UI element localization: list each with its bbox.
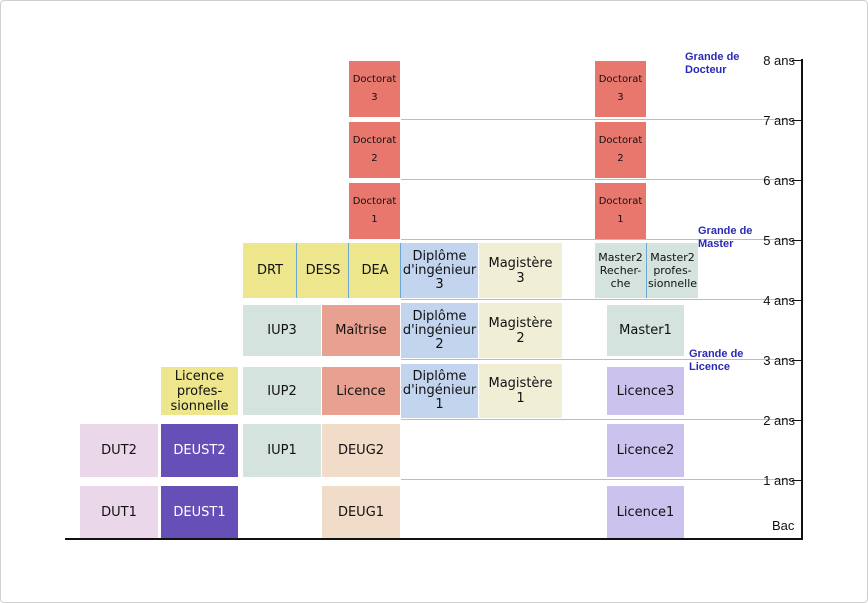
licence3-block: Licence3 bbox=[607, 367, 684, 415]
axis-tick-3 bbox=[792, 360, 802, 361]
axis-tick-6 bbox=[792, 180, 802, 181]
baseline bbox=[65, 538, 803, 540]
iup1-block: IUP1 bbox=[243, 424, 321, 477]
year-line-6 bbox=[401, 179, 791, 180]
doctorat-3-right: Doctorat 3 bbox=[595, 61, 646, 117]
note-grande-licence: Grande de Licence bbox=[689, 348, 744, 373]
years-axis bbox=[801, 59, 803, 539]
licence-block: Licence bbox=[322, 367, 400, 415]
licence-pro-block: Licence profes- sionnelle bbox=[161, 367, 238, 415]
master2-pro-block: Master2 profes- sionnelle bbox=[647, 243, 698, 298]
axis-tick-7 bbox=[792, 120, 802, 121]
doctorat-3-left: Doctorat 3 bbox=[349, 61, 400, 117]
axis-label-5: 5 ans bbox=[763, 233, 795, 248]
ingenieur-1-block: Diplôme d'ingénieur 1 bbox=[401, 364, 478, 418]
dess-block: DESS bbox=[297, 243, 349, 298]
magistere-2-block: Magistère 2 bbox=[479, 303, 562, 358]
axis-label-7: 7 ans bbox=[763, 113, 795, 128]
licence2-block: Licence2 bbox=[607, 424, 684, 477]
axis-tick-2 bbox=[792, 420, 802, 421]
axis-tick-1 bbox=[792, 480, 802, 481]
axis-tick-4 bbox=[792, 300, 802, 301]
master1-block: Master1 bbox=[607, 305, 684, 356]
year-line-5 bbox=[401, 239, 791, 240]
year-line-3 bbox=[401, 359, 791, 360]
deust2-block: DEUST2 bbox=[161, 424, 238, 477]
licence1-block: Licence1 bbox=[607, 486, 684, 538]
magistere-3-block: Magistère 3 bbox=[479, 243, 562, 298]
year-line-2 bbox=[401, 419, 791, 420]
axis-label-2: 2 ans bbox=[763, 413, 795, 428]
deug1-block: DEUG1 bbox=[322, 486, 400, 538]
iup3-block: IUP3 bbox=[243, 305, 321, 356]
drt-block: DRT bbox=[243, 243, 297, 298]
separator-dea-ingenieur bbox=[400, 243, 401, 298]
maitrise-block: Maîtrise bbox=[322, 305, 400, 356]
dut2-block: DUT2 bbox=[80, 424, 158, 477]
separator-master2 bbox=[646, 243, 647, 298]
doctorat-2-left: Doctorat 2 bbox=[349, 122, 400, 178]
separator-dess-dea bbox=[348, 243, 349, 298]
note-grande-docteur: Grande de Docteur bbox=[685, 51, 740, 76]
ingenieur-3-block: Diplôme d'ingénieur 3 bbox=[401, 243, 478, 298]
iup2-block: IUP2 bbox=[243, 367, 321, 415]
axis-label-bac: Bac bbox=[772, 518, 795, 533]
axis-label-4: 4 ans bbox=[763, 293, 795, 308]
magistere-1-block: Magistère 1 bbox=[479, 364, 562, 418]
note-grande-master: Grande de Master bbox=[698, 225, 753, 250]
axis-label-8: 8 ans bbox=[763, 53, 795, 68]
axis-label-1: 1 ans bbox=[763, 473, 795, 488]
axis-tick-8 bbox=[792, 60, 802, 61]
doctorat-1-right: Doctorat 1 bbox=[595, 183, 646, 239]
deust1-block: DEUST1 bbox=[161, 486, 238, 538]
axis-tick-5 bbox=[792, 240, 802, 241]
doctorat-1-left: Doctorat 1 bbox=[349, 183, 400, 239]
dea-block: DEA bbox=[349, 243, 401, 298]
deug2-block: DEUG2 bbox=[322, 424, 400, 477]
ingenieur-2-block: Diplôme d'ingénieur 2 bbox=[401, 303, 478, 358]
master2-recherche-block: Master2 Recher- che bbox=[595, 243, 646, 298]
axis-label-3: 3 ans bbox=[763, 353, 795, 368]
axis-label-6: 6 ans bbox=[763, 173, 795, 188]
year-line-7 bbox=[401, 119, 791, 120]
dut1-block: DUT1 bbox=[80, 486, 158, 538]
doctorat-2-right: Doctorat 2 bbox=[595, 122, 646, 178]
separator-drt-dess bbox=[296, 243, 297, 298]
year-line-4 bbox=[401, 299, 791, 300]
year-line-1 bbox=[401, 479, 791, 480]
